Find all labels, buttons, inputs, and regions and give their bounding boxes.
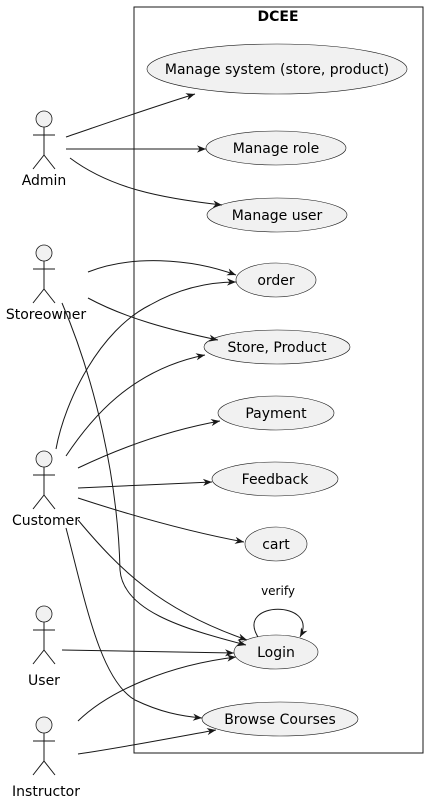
usecase-label: Payment (245, 406, 307, 422)
actor-instructor: Instructor (12, 716, 80, 800)
relation-instructor-browse-courses (77, 728, 217, 755)
actor-storeowner: Storeowner (6, 244, 87, 323)
actor-user: User (28, 605, 60, 689)
relation-admin-manage-system (65, 93, 196, 138)
usecase-label: order (257, 273, 295, 289)
usecase-label: Feedback (242, 472, 310, 488)
relation-customer-payment (77, 419, 221, 469)
actor-label: Instructor (12, 784, 80, 800)
usecase-manage-system: Manage system (store, product) (146, 43, 408, 95)
relation-customer-login (77, 519, 248, 641)
usecase-label: Login (257, 645, 295, 661)
usecase-browse-courses: Browse Courses (201, 701, 359, 737)
usecase-manage-user: Manage user (206, 197, 348, 233)
relations: verify (55, 93, 308, 755)
actor-label: Storeowner (6, 307, 87, 323)
usecase-label: Store, Product (227, 340, 327, 356)
relation-customer-browse-courses (65, 527, 203, 721)
actor-customer: Customer (12, 450, 80, 529)
actor-admin: Admin (22, 110, 67, 189)
usecase-manage-role: Manage role (205, 130, 347, 166)
relation-storeowner-store-product (87, 297, 219, 342)
relation-customer-order (55, 278, 237, 450)
actor-label: Customer (12, 513, 80, 529)
usecase-label: Browse Courses (224, 712, 336, 728)
usecase-payment: Payment (217, 395, 335, 431)
usecase-order: order (235, 262, 317, 298)
usecase-store-product: Store, Product (203, 329, 351, 365)
usecase-label: Manage role (233, 141, 320, 157)
actor-label: Admin (22, 173, 67, 189)
relation-customer-store-product (65, 353, 206, 457)
usecase-label: Manage system (store, product) (165, 62, 389, 78)
usecase-label: Manage user (232, 208, 323, 224)
relation-admin-manage-user (69, 157, 223, 208)
usecase-feedback: Feedback (211, 461, 339, 497)
relation-instructor-login (77, 654, 237, 722)
relation-storeowner-order (87, 260, 237, 276)
verify-label: verify (261, 584, 295, 598)
relation-login-verify-loop (253, 608, 308, 638)
usecase-cart: cart (244, 526, 308, 562)
relation-customer-cart (77, 497, 245, 544)
system-title: DCEE (257, 9, 298, 25)
relation-customer-feedback (77, 478, 213, 489)
relation-user-login (61, 649, 235, 657)
relation-storeowner-login (61, 302, 247, 647)
usecase-label: cart (262, 537, 290, 553)
actor-label: User (28, 673, 60, 689)
usecase-login: Login (233, 634, 319, 670)
